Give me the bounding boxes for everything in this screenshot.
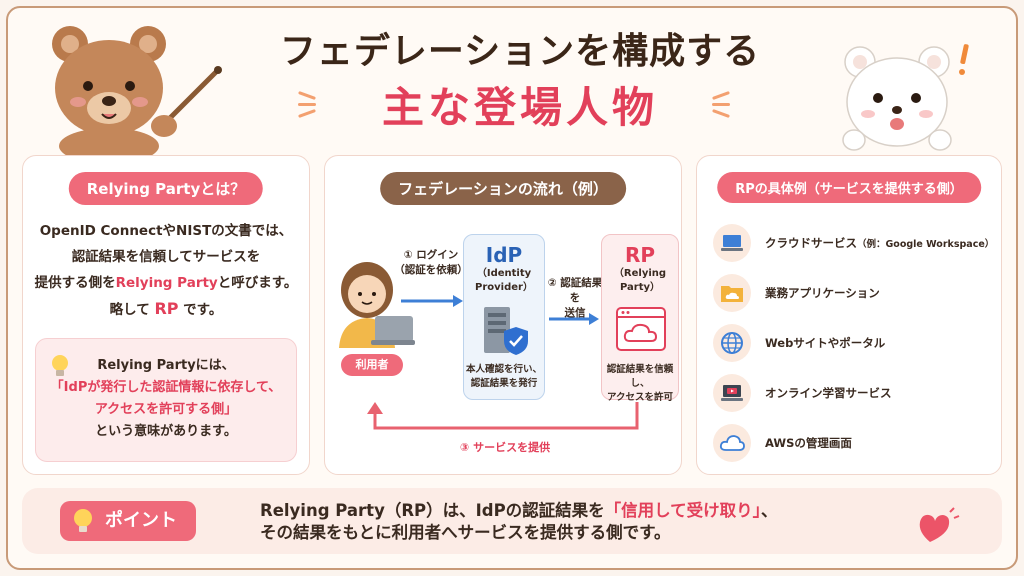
lightbulb-icon — [52, 355, 68, 376]
rp-example-label: クラウドサービス（例：Google Workspace） — [765, 235, 994, 251]
server-shield-icon — [484, 307, 528, 355]
note-line4: という意味があります。 — [95, 424, 237, 439]
point-line1-c: 、 — [760, 501, 778, 520]
rp-subtitle-line1: （Relying — [613, 268, 667, 279]
definition-text: OpenID ConnectやNISTの文書では、 認証結果を信頼してサービスを… — [33, 218, 299, 323]
step1-line1: ① ログイン — [403, 249, 459, 261]
laptop-icon — [713, 224, 751, 262]
relying-party-definition-panel: Relying Partyとは？ OpenID ConnectやNISTの文書で… — [22, 155, 310, 475]
cloud-icon — [713, 424, 751, 462]
lightbulb-icon — [74, 509, 92, 532]
step2-line2: 送信 — [564, 307, 586, 319]
video-laptop-icon — [713, 374, 751, 412]
definition-line2: 認証結果を信頼してサービスを — [71, 249, 261, 265]
list-item: AWSの管理画面 — [713, 418, 989, 468]
point-line1: Relying Party（RP）は、IdPの認証結果を「信用して受け取り」、 — [260, 500, 777, 522]
step3-label: ③ サービスを提供 — [459, 441, 551, 454]
brown-bear-pointer-illustration — [52, 26, 222, 158]
note-line1: Relying Partyには、 — [97, 358, 235, 373]
definition-line3-term: Relying Party — [115, 275, 218, 291]
step1-label: ① ログイン （認証を依頼） — [393, 248, 469, 278]
point-line2: その結果をもとに利用者へサービスを提供する側です。 — [260, 523, 671, 542]
rp-description: 認証結果を信頼し、 アクセスを許可 — [602, 363, 678, 405]
definition-line4-c: です。 — [178, 302, 223, 318]
idp-title: IdP — [485, 243, 523, 267]
white-bear-surprised-illustration — [842, 44, 969, 151]
rp-example-label: 業務アプリケーション — [765, 286, 880, 300]
list-item: クラウドサービス（例：Google Workspace） — [713, 218, 994, 268]
point-badge-label: ポイント — [105, 510, 177, 531]
rp-examples-list: クラウドサービス（例：Google Workspace） 業務アプリケーション … — [713, 218, 994, 468]
idp-desc-line1: 本人確認を行い、 — [465, 364, 542, 375]
rp-example-label: Webサイトやポータル — [765, 336, 886, 350]
page-title-line2: 主な登場人物 — [381, 83, 658, 132]
rp-examples-panel: RPの具体例（サービスを提供する側） クラウドサービス（例：Google Wor… — [696, 155, 1002, 475]
user-label-badge: 利用者 — [341, 354, 403, 376]
rp-examples-pill: RPの具体例（サービスを提供する側） — [717, 172, 981, 203]
title-decoration-right — [712, 88, 730, 121]
user-at-laptop-illustration — [339, 262, 415, 348]
rp-example-note: （例：Google Workspace） — [857, 239, 995, 250]
idp-subtitle-line2: Provider） — [475, 282, 533, 293]
idp-box: IdP （Identity Provider） 本人確認を行い、 認証結果を発行 — [463, 234, 545, 400]
federation-flow-panel: フェデレーションの流れ（例） 利用者 ① ログイン （認証を依頼） IdP （I… — [324, 155, 682, 475]
arrow-right-icon — [549, 313, 599, 325]
idp-subtitle-line1: （Identity — [476, 268, 532, 279]
note-line3: アクセスを許可する側」 — [94, 402, 238, 417]
step2-line1: ② 認証結果を — [547, 277, 603, 304]
arrow-right-icon — [401, 295, 463, 307]
title-decoration-left — [298, 88, 316, 121]
list-item: Webサイトやポータル — [713, 318, 989, 368]
step1-line2: （認証を依頼） — [394, 264, 468, 276]
rp-example-label: オンライン学習サービス — [765, 386, 892, 400]
idp-description: 本人確認を行い、 認証結果を発行 — [464, 363, 544, 391]
globe-icon — [713, 324, 751, 362]
definition-line4: 略して RP です。 — [33, 296, 299, 323]
step2-label: ② 認証結果を 送信 — [543, 276, 607, 321]
idp-desc-line2: 認証結果を発行 — [470, 378, 538, 389]
rp-subtitle-line2: Party） — [619, 282, 661, 293]
page-title-line1: フェデレーションを構成する — [279, 31, 761, 72]
definition-line3-c: と呼びます。 — [217, 275, 298, 291]
definition-line4-a: 略して — [109, 302, 155, 318]
heart-icon — [919, 507, 960, 542]
relying-party-pill: Relying Partyとは？ — [68, 172, 264, 205]
list-item: 業務アプリケーション — [713, 268, 989, 318]
point-line1-emphasis: 「信用して受け取り」 — [604, 501, 761, 520]
browser-cloud-icon — [616, 307, 666, 351]
meaning-note: Relying Partyには、 「IdPが発行した認証情報に依存して、 アクセ… — [35, 338, 297, 462]
list-item: オンライン学習サービス — [713, 368, 989, 418]
point-badge: ポイント — [60, 501, 196, 541]
definition-line1: OpenID ConnectやNISTの文書では、 — [39, 223, 293, 239]
rp-title: RP — [624, 243, 656, 267]
rp-box: RP （Relying Party） 認証結果を信頼し、 アクセスを許可 — [601, 234, 679, 403]
note-line2: 「IdPが発行した認証情報に依存して、 — [50, 380, 282, 395]
rp-example-text: クラウドサービス — [765, 236, 857, 250]
definition-line3-a: 提供する側を — [34, 275, 116, 291]
point-line1-a: Relying Party（RP）は、IdPの認証結果を — [260, 501, 605, 520]
rp-desc-line2: アクセスを許可 — [606, 392, 674, 403]
point-summary-bar: ポイント Relying Party（RP）は、IdPの認証結果を「信用して受け… — [22, 488, 1002, 554]
point-summary-text: Relying Party（RP）は、IdPの認証結果を「信用して受け取り」、 … — [260, 500, 777, 544]
definition-line3: 提供する側をRelying Partyと呼びます。 — [33, 270, 299, 296]
federation-flow-pill: フェデレーションの流れ（例） — [380, 172, 626, 205]
rp-example-label: AWSの管理画面 — [765, 436, 852, 450]
return-arrow-icon — [367, 402, 639, 430]
rp-desc-line1: 認証結果を信頼し、 — [606, 364, 674, 389]
folder-cloud-icon — [713, 274, 751, 312]
definition-line4-term: RP — [154, 299, 179, 318]
